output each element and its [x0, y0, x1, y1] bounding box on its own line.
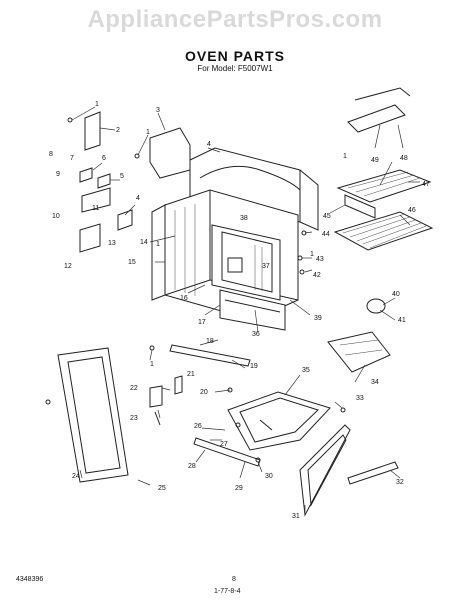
callout-label: 1	[95, 101, 99, 108]
callout-label: 16	[180, 295, 188, 302]
callout-label: 4	[207, 141, 211, 148]
callout-label: 44	[322, 231, 330, 238]
vent-strip	[149, 344, 251, 367]
broiler-panel	[219, 289, 286, 331]
callout-label: 6	[102, 155, 106, 162]
callout-label: 1	[156, 241, 160, 248]
oven-cabinet-shell	[189, 147, 319, 231]
footer-page-number: 8	[232, 576, 236, 583]
callout-label: 3	[156, 107, 160, 114]
callout-label: 12	[64, 263, 72, 270]
callout-label: 2	[116, 127, 120, 134]
oven-door-frame	[211, 224, 281, 301]
callout-label: 22	[130, 385, 138, 392]
callout-label: 20	[200, 389, 208, 396]
callout-label: 28	[188, 463, 196, 470]
callout-label: 5	[120, 173, 124, 180]
callout-label: 30	[265, 473, 273, 480]
callout-label: 31	[292, 513, 300, 520]
callout-label: 19	[250, 363, 258, 370]
oven-rack	[333, 211, 434, 251]
callout-label: 1	[310, 251, 314, 258]
callout-label: 21	[187, 371, 195, 378]
callout-label: 23	[130, 415, 138, 422]
callout-label: 1	[343, 153, 347, 160]
watermark: AppliancePartsPros.com	[87, 6, 383, 33]
small-right-parts	[297, 230, 386, 314]
callout-label: 4	[136, 195, 140, 202]
callout-label: 45	[323, 213, 331, 220]
broiler-pan-set	[336, 169, 432, 219]
callout-label: 7	[70, 155, 74, 162]
callout-label: 27	[220, 441, 228, 448]
callout-label: 14	[140, 239, 148, 246]
callout-label: 9	[56, 171, 60, 178]
footer-part-code: 4348396	[16, 576, 44, 583]
callout-label: 26	[194, 423, 202, 430]
callout-label: 13	[108, 240, 116, 247]
callout-label: 36	[252, 331, 260, 338]
callout-label: 46	[408, 207, 416, 214]
callout-label: 25	[158, 485, 166, 492]
upper-left-brackets	[67, 111, 191, 253]
callout-label: 1	[150, 361, 154, 368]
callout-label: 1	[146, 129, 150, 136]
drawer-rails	[193, 422, 399, 485]
callout-label: 17	[198, 319, 206, 326]
callout-label: 32	[396, 479, 404, 486]
callout-labels: 1 2 3 1 4 6 8 7 5 9 10 11 4 13 14 12 15 …	[49, 101, 430, 520]
callout-label: 40	[392, 291, 400, 298]
leader-lines	[71, 106, 420, 512]
storage-drawer	[227, 391, 346, 451]
callout-label: 42	[313, 272, 321, 279]
callout-label: 33	[356, 395, 364, 402]
drawer-front	[299, 424, 351, 517]
outer-oven-door	[45, 347, 129, 483]
callout-label: 37	[262, 263, 270, 270]
callout-label: 34	[371, 379, 379, 386]
callout-label: 43	[316, 256, 324, 263]
top-vent-cover	[347, 87, 411, 133]
callout-label: 15	[128, 259, 136, 266]
footer-reference: 1-77-8-4	[214, 588, 241, 595]
insulation	[327, 331, 391, 373]
model-subtitle: For Model: F5007W1	[197, 64, 273, 73]
page-title: OVEN PARTS	[185, 48, 285, 64]
hinge-parts	[149, 375, 233, 426]
callout-label: 24	[72, 473, 80, 480]
callout-label: 49	[371, 157, 379, 164]
callout-label: 41	[398, 317, 406, 324]
callout-label: 35	[302, 367, 310, 374]
side-panel	[151, 204, 166, 301]
callout-label: 39	[314, 315, 322, 322]
callout-label: 47	[422, 181, 430, 188]
callout-label: 11	[92, 205, 99, 212]
callout-label: 8	[49, 151, 53, 158]
callout-label: 10	[52, 213, 60, 220]
callout-label: 18	[206, 338, 214, 345]
callout-label: 38	[240, 215, 248, 222]
callout-label: 29	[235, 485, 243, 492]
callout-label: 48	[400, 155, 408, 162]
